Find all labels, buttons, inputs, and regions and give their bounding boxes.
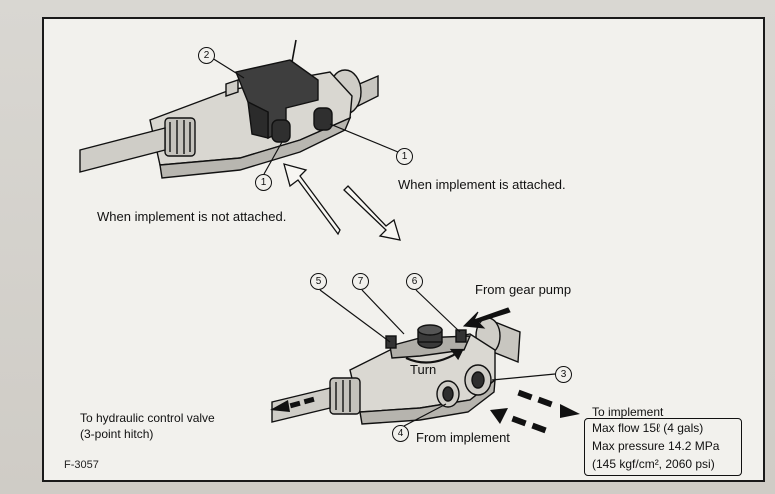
to-from-implement-arrows [490, 389, 580, 434]
label-implement-not-attached: When implement is not attached. [97, 209, 287, 224]
callout-1-top: 1 [396, 148, 413, 165]
callout-7: 7 [352, 273, 369, 290]
bottom-valve-assembly [271, 317, 521, 425]
label-three-point-hitch: (3-point hitch) [80, 427, 154, 441]
callout-5: 5 [310, 273, 327, 290]
to-control-valve-arrow [270, 396, 315, 412]
top-valve-assembly [79, 39, 379, 179]
callout-4: 4 [392, 425, 409, 442]
callout-1-left: 1 [255, 174, 272, 191]
bottom-leader-lines [319, 289, 556, 427]
label-from-gear-pump: From gear pump [475, 282, 572, 297]
label-to-hydraulic-control-valve: To hydraulic control valve [80, 411, 215, 425]
callout-2: 2 [198, 47, 215, 64]
from-gear-pump-arrow [462, 307, 511, 329]
top-leader-lines [211, 57, 399, 175]
label-turn: Turn [410, 362, 437, 377]
spec-pressure-alt: (145 kgf/cm², 2060 psi) [592, 457, 715, 471]
callout-6: 6 [406, 273, 423, 290]
figure-id: F-3057 [64, 459, 99, 471]
spec-box [584, 418, 742, 476]
spec-max-flow: Max flow 15ℓ (4 gals) [592, 421, 704, 435]
transition-arrows [283, 163, 401, 241]
spec-max-pressure: Max pressure 14.2 MPa [592, 439, 720, 453]
label-to-implement: To implement [592, 405, 664, 419]
turn-arrow [405, 348, 464, 364]
label-from-implement: From implement [416, 430, 510, 445]
callout-3: 3 [555, 366, 572, 383]
label-implement-attached: When implement is attached. [398, 177, 566, 192]
